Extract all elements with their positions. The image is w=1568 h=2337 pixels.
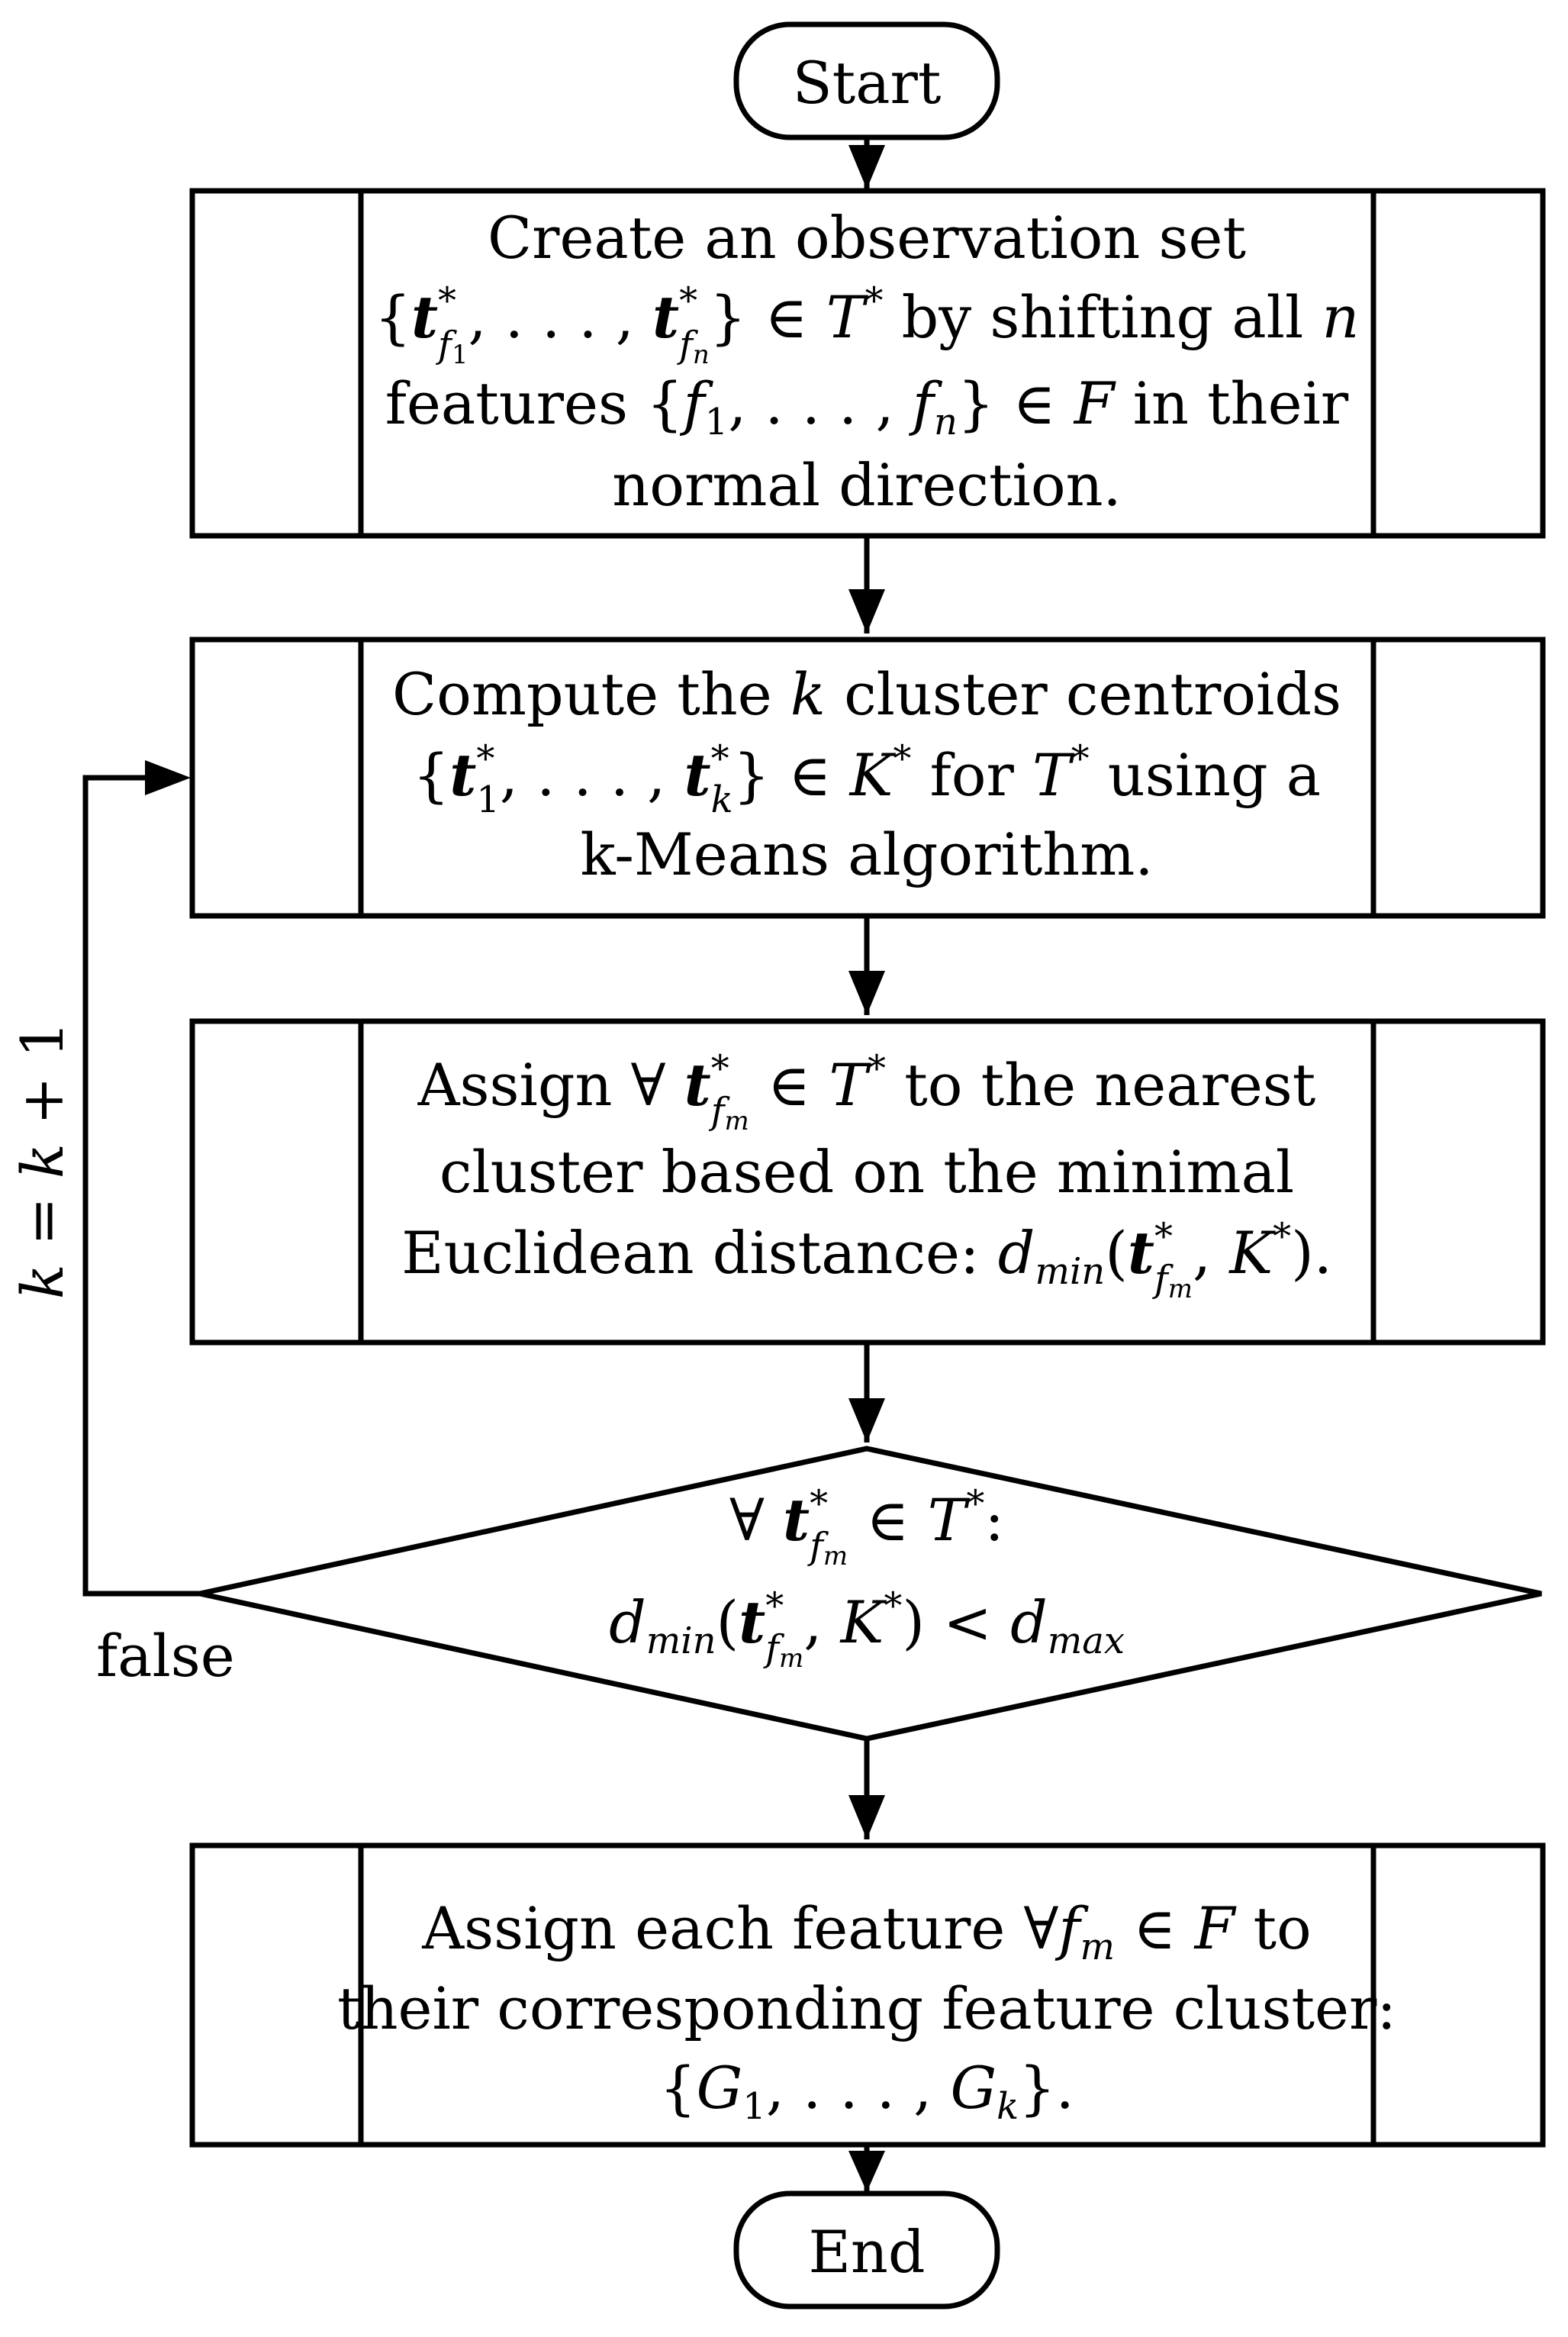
arrowhead-step1 [848, 145, 885, 189]
step3-line3: Euclidean distance: dmin(t*fm, K*). [401, 1215, 1332, 1304]
end-label: End [808, 2218, 925, 2286]
connectors [82, 137, 870, 2192]
step2-line1: Compute the k cluster centroids [392, 660, 1341, 728]
arrowhead-loop [145, 760, 191, 795]
step4-line1: Assign each feature ∀fm ∈ F to [421, 1894, 1312, 1968]
arrowhead-decision [848, 1398, 885, 1442]
step1-line1: Create an observation set [488, 204, 1246, 272]
step2-line3: k-Means algorithm. [581, 820, 1154, 888]
arrowhead-step4 [848, 1795, 885, 1839]
increment-label: k = k + 1 [8, 1021, 76, 1299]
end-terminator [733, 2190, 1000, 2310]
process-box-assign-features [189, 1842, 1546, 2148]
step1-line4: normal direction. [612, 451, 1121, 519]
start-label: Start [793, 49, 942, 117]
arrowhead-step3 [848, 971, 885, 1015]
arrowhead-step2 [848, 589, 885, 633]
false-label: false [96, 1622, 235, 1690]
step4-line2: their corresponding feature cluster: [337, 1974, 1396, 2042]
process-box-assign-nearest-cluster [189, 1018, 1546, 1346]
arrowhead-end [848, 2151, 885, 2192]
process-box-compute-centroids [189, 637, 1546, 919]
arrowheads [145, 145, 885, 2192]
step1-line3: features {f1, . . . , fn} ∈ F in their [385, 369, 1349, 443]
decision-diamond [199, 1446, 1542, 1742]
process-box-observation-set [189, 188, 1546, 539]
step3-line2: cluster based on the minimal [439, 1138, 1294, 1206]
step2-line2: {t*1, . . . , t*k} ∈ K* for T* using a [413, 737, 1321, 821]
decision-line1: ∀ t*fm ∈ T*: [729, 1482, 1004, 1571]
decision-line2: dmin(t*fm, K*) < dmax [609, 1584, 1125, 1674]
step4-line3: {G1, . . . , Gk}. [659, 2054, 1074, 2128]
loop-back-line [82, 775, 200, 1597]
step3-line1: Assign ∀ t*fm ∈ T* to the nearest [417, 1047, 1316, 1136]
